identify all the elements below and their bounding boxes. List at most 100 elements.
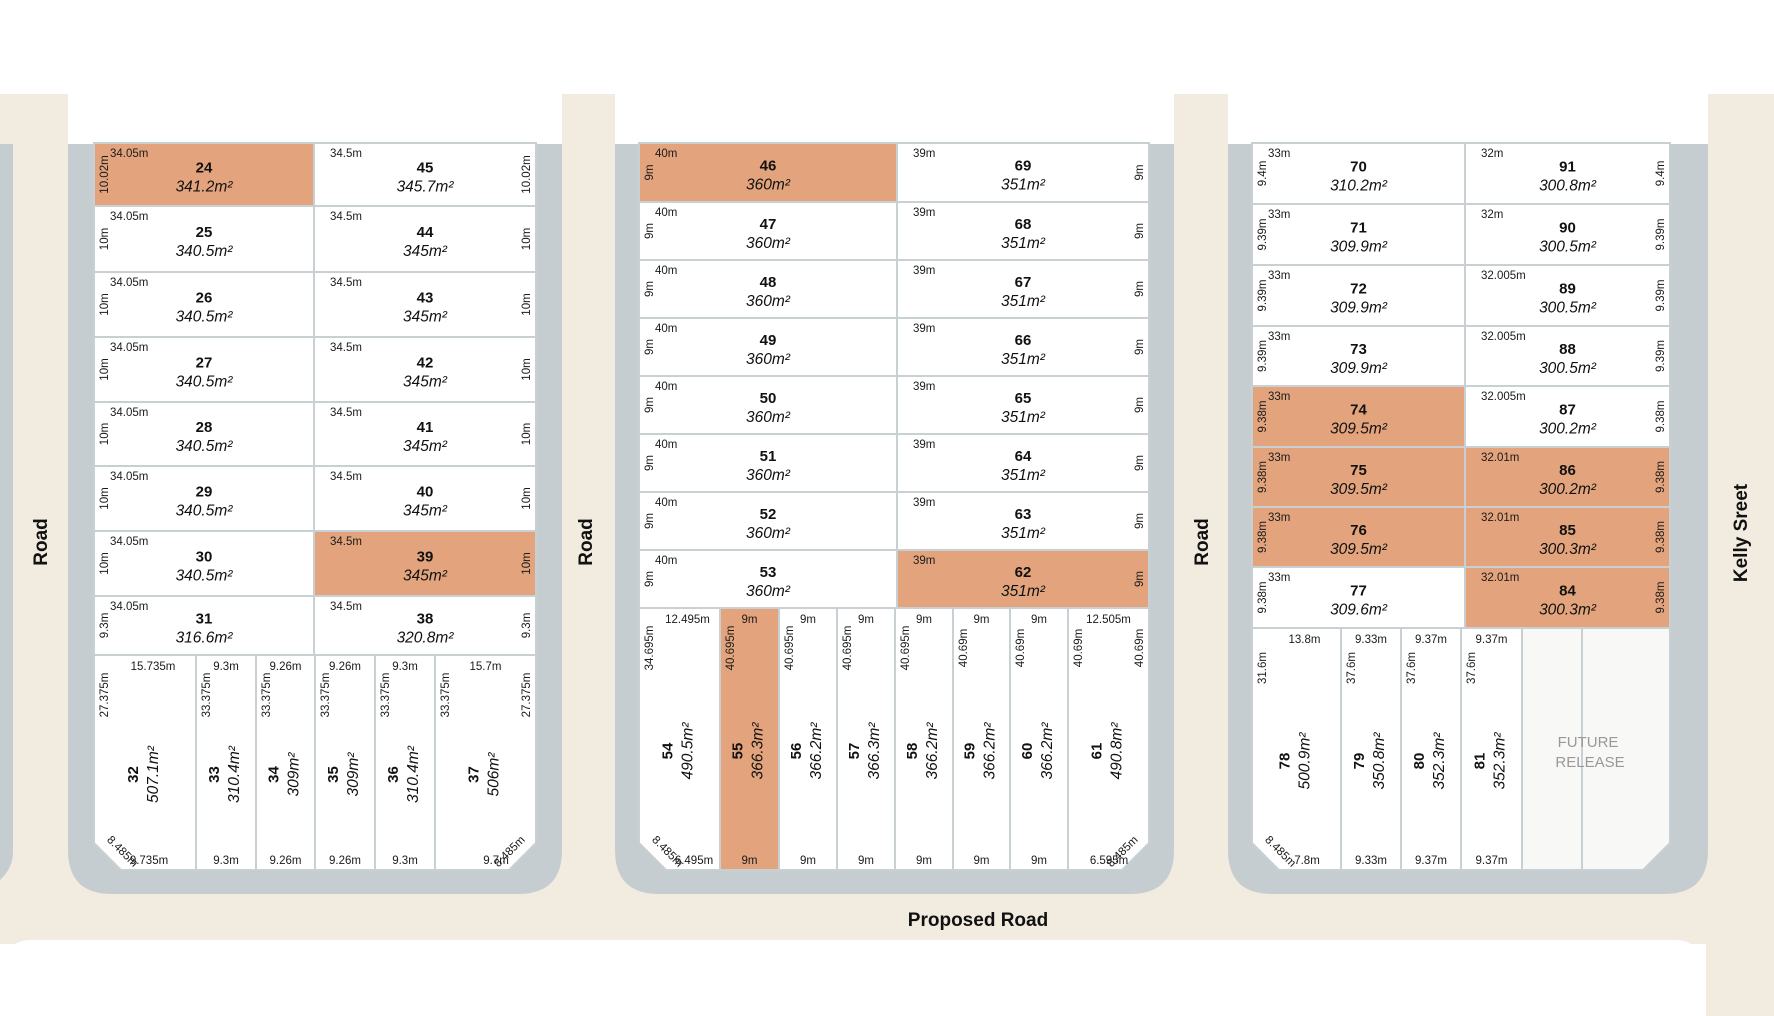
lot-43-parcel [313,271,537,338]
lot-45-depth: 10.02m [521,155,533,193]
lot-53-area: 360m² [746,583,791,600]
lot-42-depth: 10m [521,358,533,380]
lot-32-bottom-width: 9.735m [130,855,168,867]
lot-48-number: 48 [760,274,777,291]
lot-60-bottom-width: 9m [1031,855,1047,867]
lot-72-width: 33m [1268,270,1290,282]
lot-33-area: 310.4m² [226,745,243,803]
lot-future-6-parcel [1581,627,1671,871]
future-release-label-line2: RELEASE [1555,754,1624,771]
lot-46-number: 46 [760,158,777,175]
lot-34-side: 33.375m [261,673,273,718]
lot-47-depth: 9m [644,223,656,239]
lot-31-depth: 9.3m [99,613,111,639]
lot-34-top-width: 9.26m [270,661,302,673]
lot-55-area: 366.3m² [750,722,767,780]
lot-81-area: 352.3m² [1492,732,1509,790]
lot-28-depth: 10m [99,423,111,445]
lot-60-top-width: 9m [1031,614,1047,626]
lot-45-width: 34.5m [330,148,362,160]
lot-36-side: 33.375m [380,673,392,718]
lot-39-area: 345m² [403,568,448,585]
lot-50-depth: 9m [644,397,656,413]
lot-88-area: 300.5m² [1539,360,1597,377]
lot-68-number: 68 [1015,216,1032,233]
lot-36-bottom-width: 9.3m [392,855,418,867]
lot-50-number: 50 [760,390,777,407]
lot-33-side: 33.375m [201,673,213,718]
lot-56-side: 40.695m [784,626,796,671]
lot-41-depth: 10m [521,423,533,445]
lot-91-number: 91 [1559,159,1576,176]
lot-74-depth: 9.38m [1257,401,1269,433]
street-label-kelly: Kelly Sreet [1731,483,1752,582]
lot-30-area: 340.5m² [176,568,234,585]
lot-65-depth: 9m [1134,397,1146,413]
lot-48-width: 40m [655,265,677,277]
lot-33-bottom-width: 9.3m [213,855,239,867]
lower-white-area [0,940,1706,1016]
lot-30-depth: 10m [99,552,111,574]
lot-54-side: 34.695m [644,626,656,671]
lot-53-number: 53 [760,564,777,581]
lot-81-side: 37.6m [1466,652,1478,684]
lot-78-area: 500.9m² [1297,732,1314,790]
lot-47-area: 360m² [746,235,791,252]
lot-74-width: 33m [1268,391,1290,403]
lot-86-depth: 9.38m [1655,461,1667,493]
lot-27-area: 340.5m² [176,374,234,391]
lot-58-number: 58 [904,743,921,760]
lot-29-depth: 10m [99,487,111,509]
lot-28-width: 34.05m [110,407,148,419]
lot-79-area: 350.8m² [1371,732,1388,790]
lot-68-width: 39m [913,207,935,219]
lot-91-depth: 9.4m [1655,161,1667,187]
future-release-label-line1: FUTURE [1558,734,1619,751]
lot-65-width: 39m [913,381,935,393]
lot-52-number: 52 [760,506,777,523]
lot-70-area: 310.2m² [1330,178,1388,195]
lot-36-number: 36 [385,766,402,783]
lot-55-number: 55 [730,743,747,760]
lot-87-width: 32.005m [1481,391,1526,403]
lot-52-depth: 9m [644,513,656,529]
lot-41-parcel [313,401,537,467]
lot-29-width: 34.05m [110,471,148,483]
lot-77-area: 309.6m² [1330,602,1388,619]
lot-58-bottom-width: 9m [916,855,932,867]
lot-86-area: 300.2m² [1539,481,1597,498]
lot-51-area: 360m² [746,467,791,484]
lot-69-number: 69 [1015,158,1032,175]
lot-34-area: 309m² [286,752,303,797]
lot-49-depth: 9m [644,339,656,355]
lot-80-bottom-width: 9.37m [1415,855,1447,867]
lot-86-width: 32.01m [1481,452,1519,464]
lot-44-parcel [313,205,537,273]
lot-68-area: 351m² [1001,235,1046,252]
lot-37-number: 37 [466,766,483,783]
lot-76-number: 76 [1350,522,1367,539]
lot-38-depth: 9.3m [521,613,533,639]
lot-77-width: 33m [1268,572,1290,584]
lot-61-number: 61 [1089,743,1106,760]
block-2-right-side: 40.69m [1134,629,1146,667]
